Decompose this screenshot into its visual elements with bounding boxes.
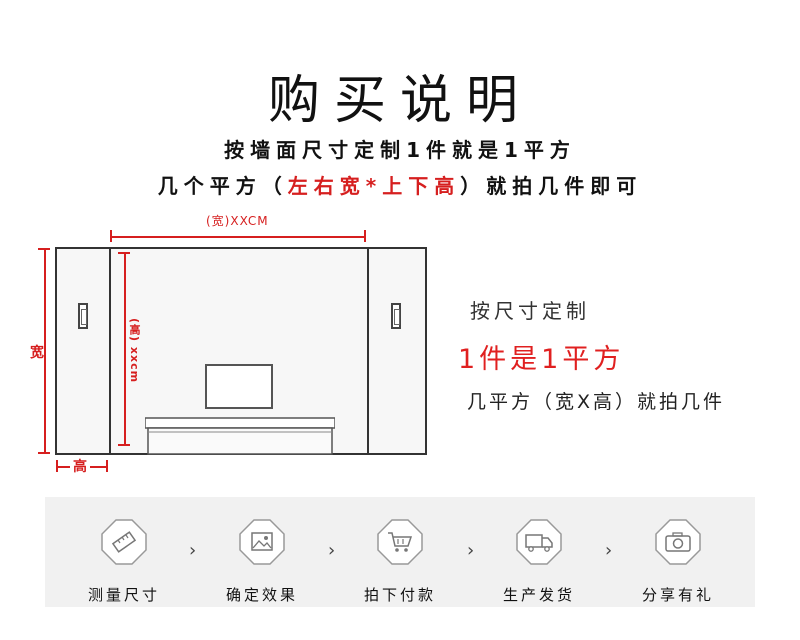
top-dimension-tick-right <box>364 230 366 242</box>
left-wall-lamp-icon <box>78 303 88 329</box>
instruction-line-2-suffix: ）就拍几件即可 <box>460 174 643 198</box>
inner-dimension-tick-top <box>118 252 130 254</box>
inner-dimension-line <box>124 252 126 446</box>
order-quantity-text: 几平方（宽X高）就拍几件 <box>467 391 726 413</box>
top-dimension-label: (宽)XXCM <box>200 212 275 229</box>
tv-icon <box>205 364 273 409</box>
process-step-pay: 拍下付款 <box>355 518 445 605</box>
image-icon <box>239 519 285 565</box>
left-dimension-label: 宽 <box>30 340 44 364</box>
process-step-measure: 测量尺寸 <box>79 518 169 605</box>
instruction-line-2-prefix: 几个平方（ <box>157 174 288 198</box>
one-piece-one-sqm-text: 1件是1平方 <box>458 344 625 375</box>
bottom-dimension-tick-left <box>56 460 58 472</box>
step-label-measure: 测量尺寸 <box>87 586 160 604</box>
process-step-confirm: 确定效果 <box>217 518 307 605</box>
step-label-pay: 拍下付款 <box>363 586 436 604</box>
left-dimension-line <box>44 248 46 454</box>
tv-cabinet-icon <box>145 417 335 455</box>
bottom-dimension-tick-right <box>106 460 108 472</box>
left-dimension-tick-top <box>38 248 50 250</box>
camera-icon <box>655 519 701 565</box>
chevron-right-icon: › <box>189 540 197 561</box>
left-dimension-tick-bottom <box>38 452 50 454</box>
process-step-share: 分享有礼 <box>633 518 723 605</box>
cart-icon <box>377 519 423 565</box>
bottom-dimension-label: 高 <box>70 456 90 476</box>
step-label-share: 分享有礼 <box>641 586 714 604</box>
chevron-right-icon: › <box>605 540 613 561</box>
page-title: 购买说明 <box>267 71 532 131</box>
inner-dimension-label: (高) xxcm <box>126 318 142 384</box>
chevron-right-icon: › <box>467 540 475 561</box>
step-label-confirm: 确定效果 <box>225 586 298 604</box>
top-dimension-tick-left <box>110 230 112 242</box>
left-panel-divider <box>109 247 111 455</box>
process-step-ship: 生产发货 <box>494 518 584 605</box>
inner-dimension-tick-bottom <box>118 444 130 446</box>
right-panel-divider <box>367 247 369 455</box>
top-dimension-line <box>110 236 366 238</box>
instruction-line-2-highlight: 左右宽*上下高 <box>287 174 461 198</box>
instruction-line-2: 几个平方（左右宽*上下高）就拍几件即可 <box>0 170 800 199</box>
ruler-icon <box>101 519 147 565</box>
custom-size-text: 按尺寸定制 <box>470 299 590 323</box>
truck-icon <box>516 519 562 565</box>
right-wall-lamp-icon <box>391 303 401 329</box>
step-label-ship: 生产发货 <box>502 586 575 604</box>
instruction-line-1: 按墙面尺寸定制1件就是1平方 <box>224 138 576 162</box>
chevron-right-icon: › <box>328 540 336 561</box>
